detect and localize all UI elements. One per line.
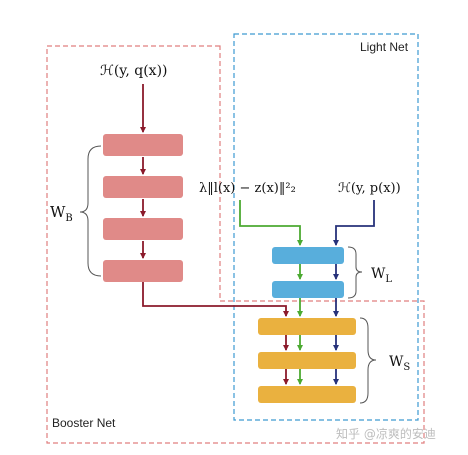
light-net-border	[233, 33, 419, 421]
booster-loss-formula: ℋ(y, q(x))	[100, 63, 168, 79]
hint-loss-formula: λ‖l(x) − z(x)‖²₂	[199, 181, 296, 196]
light-layer-block	[272, 247, 344, 264]
light-layer-block	[272, 281, 344, 298]
light-weights-label: WL	[371, 266, 392, 285]
shared-layer-block	[258, 352, 356, 369]
booster-layer-block	[103, 218, 183, 240]
booster-weights-brace	[79, 145, 102, 277]
shared-weights-brace	[359, 317, 377, 404]
light-net-label: Light Net	[360, 40, 409, 54]
shared-weights-label: WS	[389, 354, 410, 373]
watermark-text: 知乎 @凉爽的安迪	[336, 426, 436, 441]
light-weights-brace	[347, 246, 363, 299]
booster-weights-label: WB	[50, 203, 73, 224]
shared-layer-block	[258, 386, 356, 403]
booster-layer-block	[103, 176, 183, 198]
booster-layer-block	[103, 260, 183, 282]
booster-net-border	[46, 45, 425, 444]
light-loss-formula: ℋ(y, p(x))	[338, 181, 401, 196]
shared-layer-block	[258, 318, 356, 335]
booster-layer-block	[103, 134, 183, 156]
booster-net-label: Booster Net	[52, 416, 116, 430]
